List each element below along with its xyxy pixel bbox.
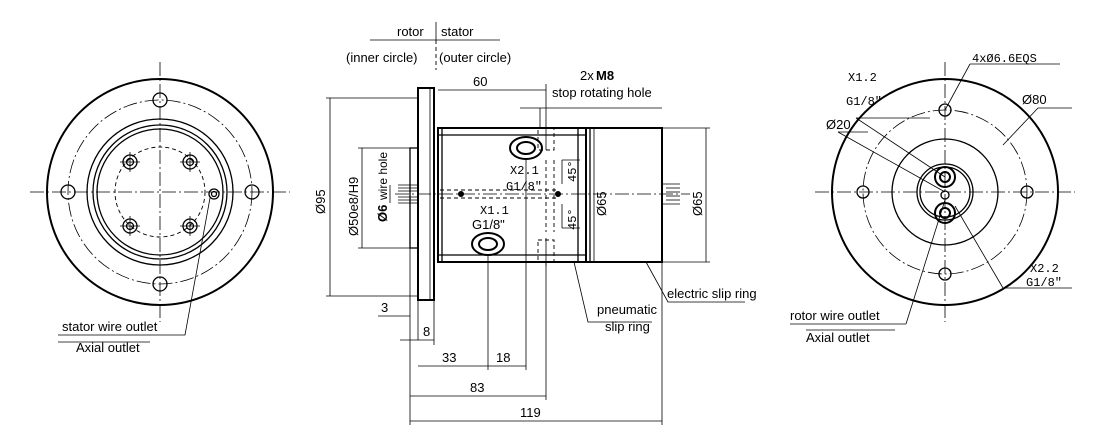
dim-60: 60	[473, 74, 487, 89]
axial-outlet-label-right: Axial outlet	[806, 330, 870, 345]
rotor-label: rotor	[397, 24, 424, 39]
terminal	[180, 216, 200, 236]
dim-3: 3	[381, 300, 388, 315]
dia-80-label: Ø80	[1022, 92, 1047, 107]
angle-45-top: 45°	[566, 160, 580, 182]
stop-rotating-hole-label: stop rotating hole	[552, 85, 652, 100]
angle-45-bottom: 45°	[566, 208, 580, 230]
g18-right-bottom-label: G1/8"	[1026, 276, 1062, 290]
x2-2-label: X2.2	[1030, 262, 1059, 276]
terminal	[120, 216, 140, 236]
mounting-hole	[1020, 185, 1034, 199]
x2-1-label: X2.1	[510, 164, 539, 178]
dim-83: 83	[470, 380, 484, 395]
dia-65-outer: Ø65	[690, 191, 705, 216]
pneumatic-label: pneumatic	[597, 302, 657, 317]
side-view: rotor stator (inner circle) (outer circl…	[313, 22, 757, 425]
outer-flange-circle	[831, 78, 1059, 306]
outer-circle-label: (outer circle)	[439, 50, 511, 65]
slip-ring-label: slip ring	[605, 319, 650, 334]
mounting-hole	[938, 103, 952, 117]
left-end-view: stator wire outlet Axial outlet	[30, 62, 290, 355]
mounting-holes-label: 4xØ6.6EQS	[972, 52, 1037, 66]
dia-20-label: Ø20	[826, 117, 851, 132]
mounting-hole	[152, 276, 168, 292]
m8-label: M8	[596, 68, 614, 83]
mounting-hole	[938, 267, 952, 281]
terminal	[120, 152, 140, 172]
dim-119: 119	[520, 405, 541, 420]
dia-65-inner: Ø65	[594, 191, 609, 216]
stator-label: stator	[441, 24, 474, 39]
wire-hole-label: wire hole	[376, 152, 390, 201]
dim-33: 33	[442, 350, 456, 365]
mounting-hole	[244, 184, 260, 200]
outer-flange-circle	[46, 78, 274, 306]
dia-50: Ø50e8/H9	[346, 177, 361, 236]
dim-18: 18	[496, 350, 510, 365]
port-x1-1	[471, 232, 505, 256]
stator-wire-outlet-hole	[208, 188, 220, 200]
dim-8: 8	[423, 324, 430, 339]
x1-2-label: X1.2	[848, 71, 877, 85]
x1-1-label: X1.1	[480, 204, 509, 218]
mounting-hole	[60, 184, 76, 200]
port-x1-2	[934, 166, 956, 188]
rotor-wire-outlet-label: rotor wire outlet	[790, 308, 880, 323]
mounting-hole	[152, 92, 168, 108]
spigot	[409, 147, 419, 249]
stator-wire-outlet-label: stator wire outlet	[62, 319, 158, 334]
g18-top-label: G1/8"	[506, 180, 542, 194]
electric-body	[585, 127, 663, 263]
axial-outlet-label: Axial outlet	[76, 340, 140, 355]
g18-bottom-label: G1/8"	[472, 217, 505, 232]
mounting-hole	[856, 185, 870, 199]
g18-right-top-label: G1/8"	[846, 95, 882, 109]
port-x2-2	[934, 202, 956, 224]
electric-slip-ring-label: electric slip ring	[667, 286, 757, 301]
inner-circle-label: (inner circle)	[346, 50, 418, 65]
m8-prefix: 2x	[580, 68, 594, 83]
terminal	[180, 152, 200, 172]
right-end-view: X1.2 G1/8" 4xØ6.6EQS Ø80 Ø20 X2.2 G1/8" …	[790, 52, 1075, 345]
dia-6: Ø6	[375, 205, 390, 222]
port-x2-1	[509, 136, 543, 160]
dia-95: Ø95	[313, 189, 328, 214]
